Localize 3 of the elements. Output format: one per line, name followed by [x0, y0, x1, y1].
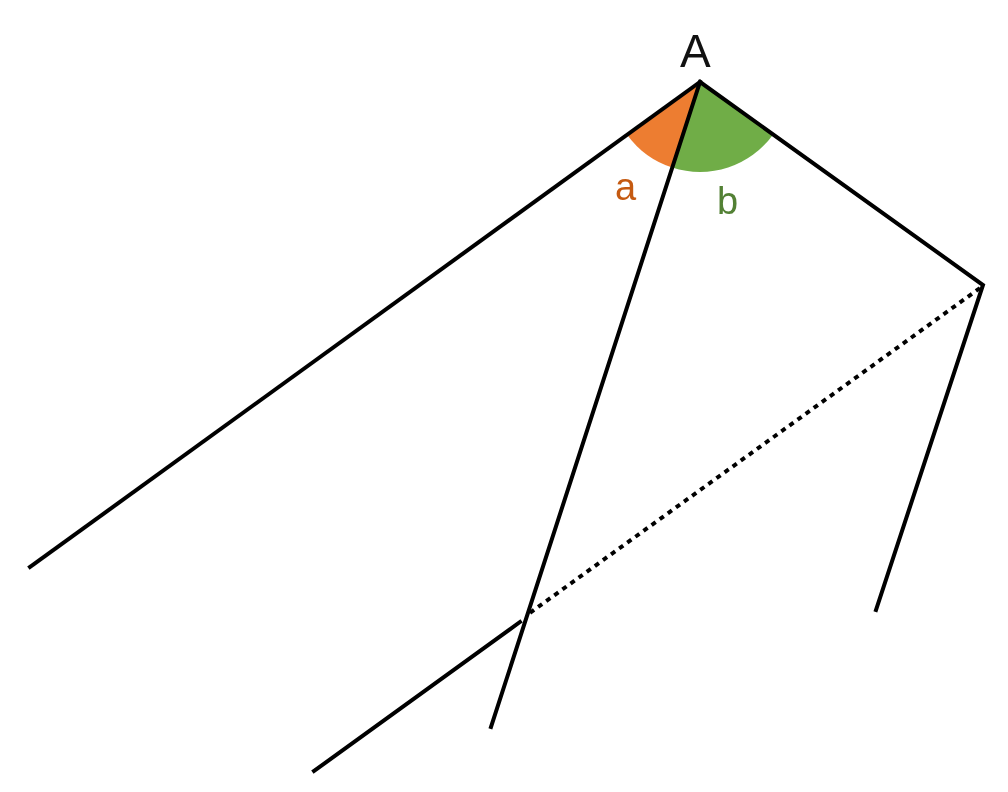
- angle-label: b: [717, 182, 739, 220]
- vertex-label: A: [680, 28, 711, 74]
- angle-label: a: [615, 168, 637, 206]
